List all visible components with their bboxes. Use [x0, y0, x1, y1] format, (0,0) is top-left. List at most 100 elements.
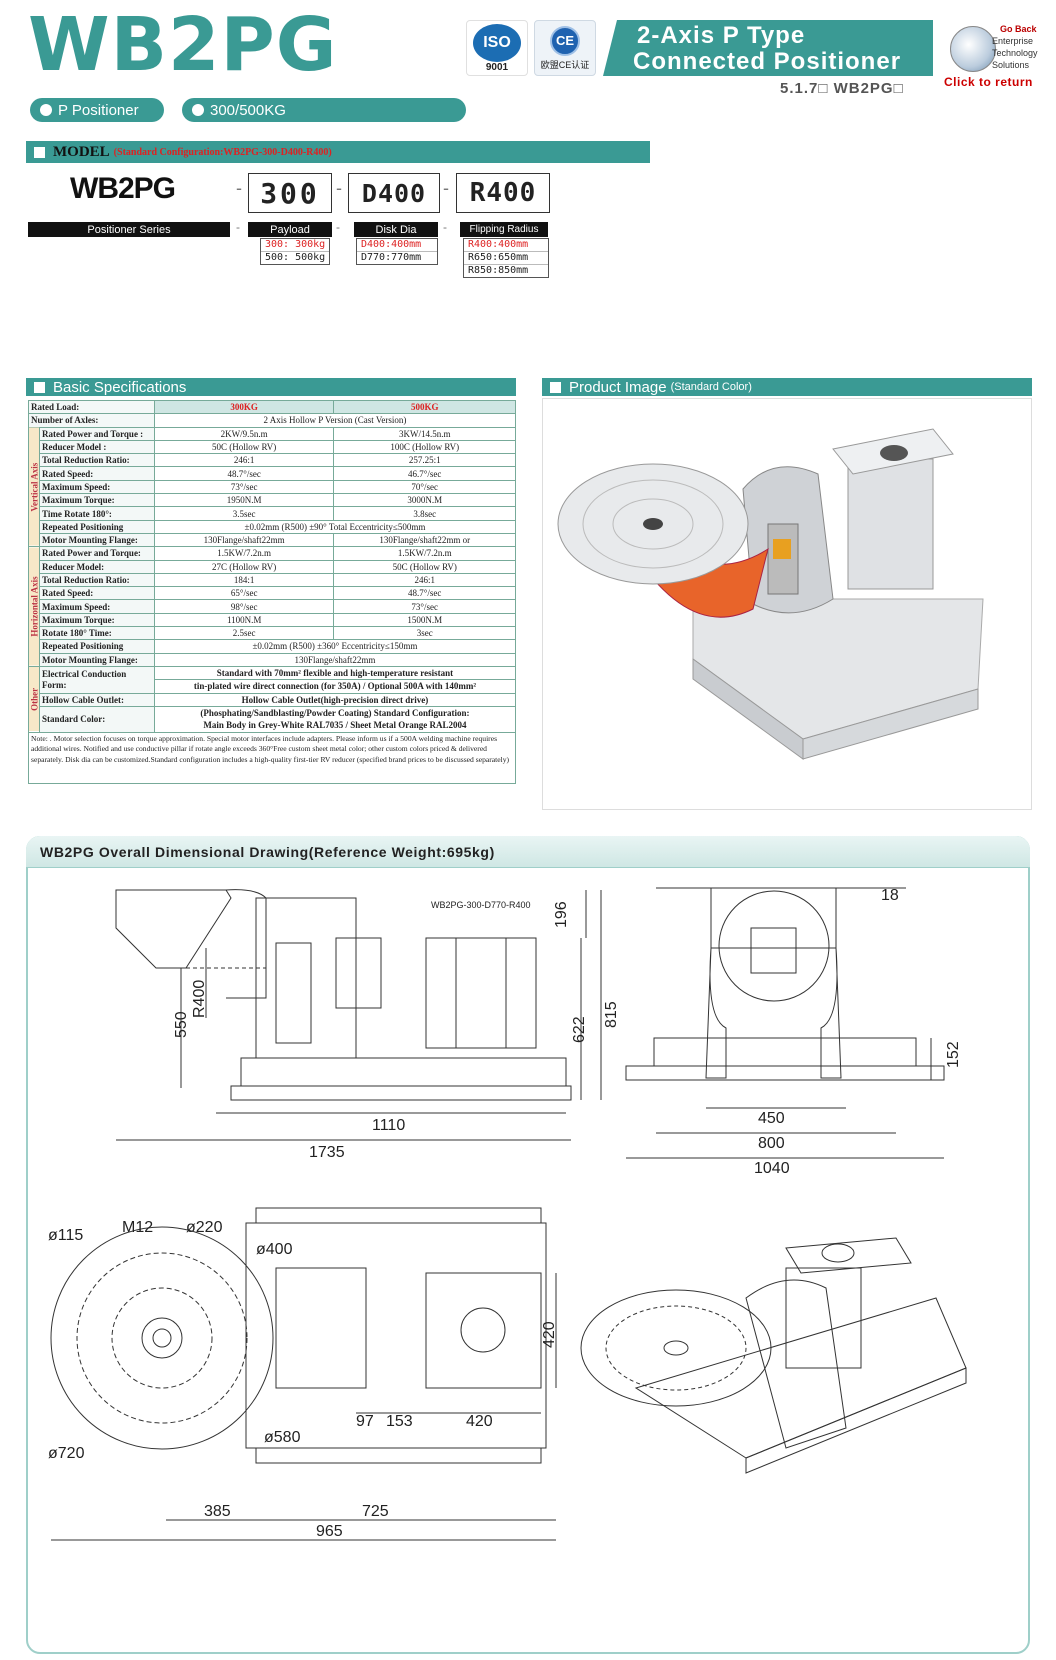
- spec-label: Total Reduction Ratio:: [39, 572, 155, 588]
- payload-opt: 500: 500kg: [265, 252, 326, 263]
- spec-label: Rated Speed:: [39, 466, 155, 481]
- page-title: WB2PG: [28, 2, 338, 88]
- square-icon: [34, 146, 45, 158]
- dim-97: 97: [356, 1413, 374, 1430]
- spec-row: Repeated Positioning±0.02mm (R500) ±360°…: [29, 639, 517, 654]
- group-horizontal: Horizontal Axis: [28, 546, 40, 667]
- dash: -: [336, 178, 342, 198]
- product-section-bar: Product Image (Standard Color): [542, 378, 1032, 396]
- dim-m12: M12: [122, 1219, 153, 1236]
- iso-badge: ISO 9001: [466, 20, 528, 76]
- spec-value: 1.5KW/7.2n.m: [153, 546, 335, 561]
- dim-115: ø115: [48, 1227, 83, 1244]
- spec-label: Maximum Speed:: [39, 599, 155, 614]
- elec-label: Electrical Conduction Form:: [39, 665, 155, 694]
- model-seg-radius: R400: [456, 173, 550, 213]
- dim-720: ø720: [48, 1445, 85, 1462]
- dim-18: 18: [881, 887, 899, 904]
- disk-opt: D770:770mm: [361, 252, 422, 263]
- dim-580: ø580: [264, 1429, 301, 1446]
- product-heading-sub: (Standard Color): [670, 381, 752, 393]
- specs-section-bar: Basic Specifications: [26, 378, 516, 396]
- dim-1040: 1040: [754, 1160, 790, 1177]
- spec-label: Reducer Model:: [39, 559, 155, 574]
- dim-drawing-header: WB2PG Overall Dimensional Drawing(Refere…: [26, 836, 1030, 868]
- dim-965: 965: [316, 1523, 343, 1540]
- globe-icon: [950, 26, 996, 72]
- rated-load-label: Rated Load:: [28, 399, 155, 415]
- goback-line-1: Go Back: [1000, 24, 1037, 34]
- payload-opt: 300: 300kg: [261, 239, 329, 252]
- col-500: 500KG: [333, 399, 516, 415]
- dim-725: 725: [362, 1503, 389, 1520]
- spec-label: Motor Mounting Flange:: [39, 532, 155, 548]
- spec-row: Reducer Model:27C (Hollow RV)50C (Hollow…: [29, 559, 516, 574]
- radius-opt: R850:850mm: [468, 265, 529, 276]
- iso-globe-icon: ISO: [473, 23, 521, 62]
- spec-value: 65°/sec: [153, 586, 335, 601]
- spec-label: Motor Mounting Flange:: [39, 652, 155, 667]
- spec-value: 73°/sec: [333, 599, 516, 614]
- square-icon: [550, 381, 561, 393]
- dim-r400: R400: [191, 980, 208, 1018]
- spec-label: Rotate 180° Time:: [39, 626, 155, 641]
- cable-label: Hollow Cable Outlet:: [39, 692, 155, 707]
- dim-1110: 1110: [372, 1117, 405, 1134]
- spec-table: Rated Load: 300KG 500KG Number of Axles:…: [28, 399, 517, 733]
- spec-label: Time Rotate 180°:: [39, 506, 155, 521]
- spec-row: Motor Mounting Flange:130Flange/shaft22m…: [29, 652, 517, 667]
- spec-value: 130Flange/shaft22mm: [153, 532, 335, 548]
- pill-label: 300/500KG: [210, 101, 286, 119]
- spec-value: 2KW/9.5n.m: [153, 426, 335, 441]
- spec-value: 70°/sec: [333, 479, 516, 495]
- series-label: Positioner Series: [28, 222, 230, 237]
- dot-icon: [40, 104, 52, 116]
- dim-420-h: 420: [466, 1413, 493, 1430]
- type-line-1: 2-Axis P Type: [637, 22, 806, 49]
- dash: -: [443, 178, 449, 198]
- spec-row: Reducer Model :50C (Hollow RV)100C (Holl…: [29, 439, 516, 455]
- spec-value: ±0.02mm (R500) ±360° Eccentricity≤150mm: [153, 639, 517, 654]
- ce-icon: CE: [550, 25, 580, 56]
- goback-line-4: Solutions: [992, 60, 1030, 70]
- dim-1735: 1735: [309, 1144, 345, 1161]
- dash: -: [336, 220, 340, 234]
- type-line-2: Connected Positioner: [633, 48, 902, 75]
- positioner-render: [557, 428, 984, 760]
- spec-label: Maximum Torque:: [39, 493, 155, 508]
- spec-value: ±0.02mm (R500) ±90° Total Eccentricity≤5…: [153, 519, 517, 534]
- spec-value: 184:1: [153, 572, 335, 588]
- spec-value: 3KW/14.5n.m: [333, 426, 516, 441]
- payload-options: 300: 300kg 500: 500kg: [260, 238, 330, 265]
- dimension-drawing: WB2PG-300-D770-R400 196 622 815 550 R400…: [48, 887, 967, 1541]
- elec-value-2: tin-plated wire direct connection (for 3…: [153, 679, 517, 694]
- spec-value: 50C (Hollow RV): [333, 559, 516, 574]
- dot-icon: [192, 104, 204, 116]
- click-to-return[interactable]: Click to return: [944, 75, 1033, 89]
- color-label: Standard Color:: [39, 705, 155, 733]
- spec-value: 1.5KW/7.2n.m: [333, 546, 516, 561]
- radius-label: Flipping Radius: [460, 222, 548, 237]
- spec-label: Repeated Positioning: [39, 639, 155, 654]
- cable-value: Hollow Cable Outlet(high-precision direc…: [153, 692, 517, 707]
- section-number: 5.1.7□ WB2PG□: [780, 80, 904, 97]
- dim-400: ø400: [256, 1241, 293, 1258]
- spec-value: 46.7°/sec: [333, 466, 516, 481]
- spec-value: 50C (Hollow RV): [153, 439, 335, 455]
- go-back-link[interactable]: Go Back Enterprise Technology Solutions …: [944, 18, 1054, 93]
- spec-row: Motor Mounting Flange:130Flange/shaft22m…: [29, 532, 516, 548]
- dim-152: 152: [945, 1041, 962, 1068]
- model-seg-disk: D400: [348, 173, 440, 213]
- spec-value: 130Flange/shaft22mm or: [333, 532, 516, 548]
